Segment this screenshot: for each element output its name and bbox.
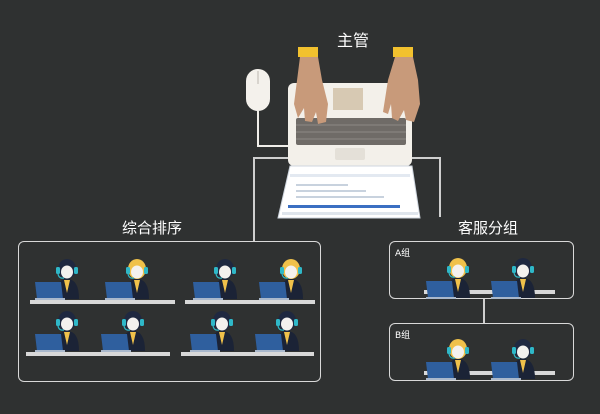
right-cuff [393,47,413,57]
agent-icon [259,259,303,300]
agent-icon [35,311,79,352]
agent-icon [491,339,535,380]
comprehensive-sort-frame [18,241,321,382]
service-groups-label: 客服分组 [458,219,519,237]
left-hand-icon [294,57,328,124]
desk [424,290,555,294]
agent-icon [190,311,234,352]
agent-icon [105,259,149,300]
agent-icon [255,311,299,352]
group-a-frame [389,241,574,299]
laptop-screen-icon [277,165,421,219]
group-b-label: B组 [395,331,411,341]
connector-group-a-b [483,299,485,323]
mouse-icon [246,69,295,147]
desk [26,352,170,356]
supervisor-label: 主管 [337,31,370,50]
right-hand-icon [383,57,420,122]
agent-icon [101,311,145,352]
agent-icon [491,258,535,299]
desk [424,371,555,375]
agent-icon [35,259,79,300]
agent-icon [193,259,237,300]
desk [185,300,315,304]
connector-right-down [439,157,441,217]
desk [30,300,175,304]
comprehensive-sort-label: 综合排序 [122,219,183,237]
connector-left-down [253,157,255,241]
agent-icon [426,258,470,299]
group-a-label: A组 [395,249,411,259]
group-b-frame [389,323,574,381]
left-cuff [298,47,318,57]
agent-icon [426,339,470,380]
desk [181,352,314,356]
